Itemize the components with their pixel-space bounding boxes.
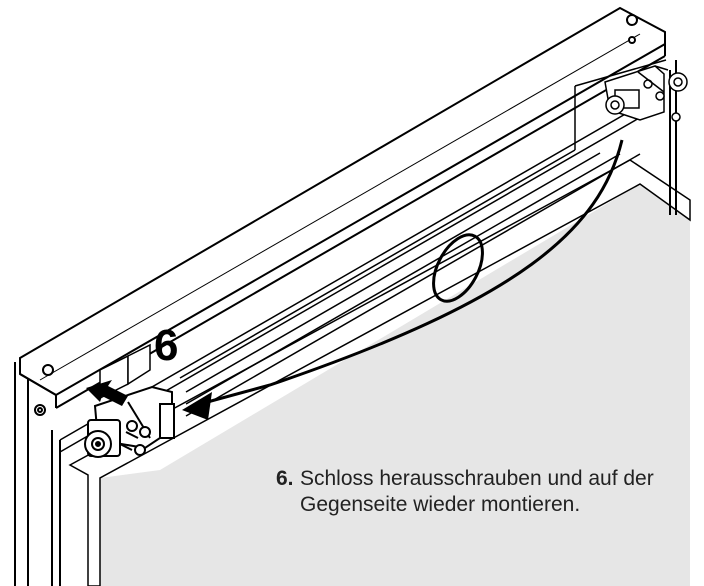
top-rail xyxy=(19,6,666,409)
inner-frame xyxy=(68,159,691,586)
small-arrow-icon xyxy=(86,380,128,406)
transfer-arrowhead-icon xyxy=(182,392,212,420)
instruction-line-1-text: Schloss herausschrauben und auf der xyxy=(300,467,654,490)
highlight-ellipse xyxy=(432,233,484,303)
instruction-number: 6. xyxy=(276,467,294,490)
lock-right-original xyxy=(604,65,688,122)
instruction-line-2: Gegenseite wieder montieren. xyxy=(300,493,581,517)
lock-left-mounted xyxy=(84,385,175,458)
transfer-arrow-curve xyxy=(199,139,624,406)
rail-holes xyxy=(34,14,638,416)
door-panel-shading xyxy=(100,184,690,586)
instruction-line-1: 6. Schloss herausschrauben und auf der xyxy=(276,466,696,492)
instruction-text: 6. Schloss herausschrauben und auf der Ge… xyxy=(276,466,696,519)
step-number: 6 xyxy=(154,321,179,370)
door-outer-frame xyxy=(14,60,677,586)
